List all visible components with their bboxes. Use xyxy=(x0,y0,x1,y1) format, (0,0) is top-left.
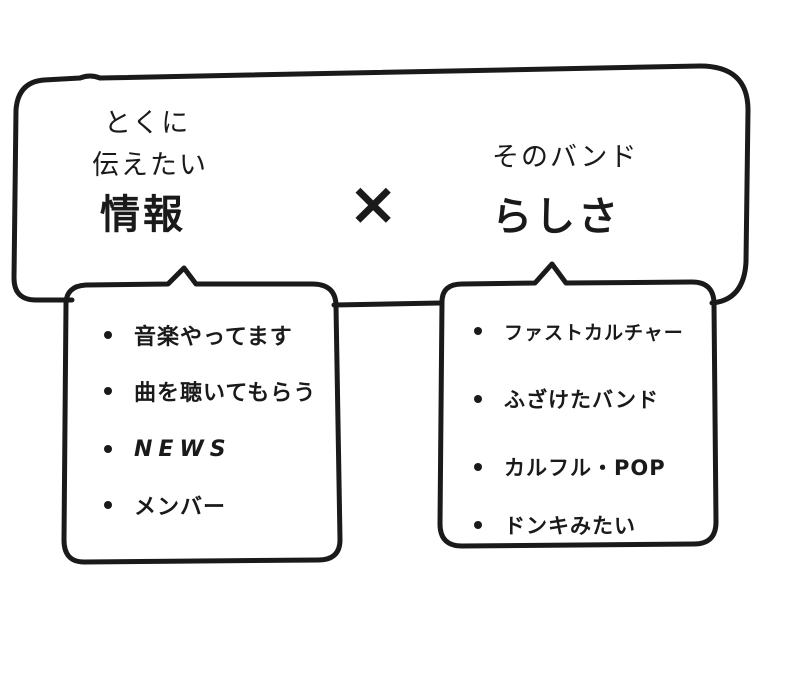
right-bubble-outline xyxy=(437,261,719,549)
multiply-symbol: × xyxy=(348,169,399,239)
right-item-label: カルフル・POP xyxy=(498,450,676,488)
left-item-label: NEWS xyxy=(128,435,242,470)
bullet-dot xyxy=(104,445,112,453)
right-list-item: ドンキみたい xyxy=(474,508,646,546)
right-item-label: ドンキみたい xyxy=(498,508,646,546)
left-list-item: メンバー xyxy=(104,487,237,526)
left-item-label: 音楽やってます xyxy=(128,317,303,356)
bullet-dot xyxy=(104,331,112,339)
left-item-label: メンバー xyxy=(128,487,237,526)
frame-middle-segment xyxy=(331,300,443,308)
bullet-dot xyxy=(474,521,482,529)
bullet-dot xyxy=(104,501,112,509)
right-list-item: ふざけたバンド xyxy=(474,382,670,420)
right-item-label: ファストカルチャー xyxy=(498,316,694,352)
left-heading-line3: 情報 xyxy=(100,192,186,238)
left-bubble-outline xyxy=(61,265,343,565)
right-heading-line1: そのバンド xyxy=(492,142,639,173)
left-heading-line1: とくに xyxy=(104,108,191,139)
left-list-item: 曲を聴いてもらう xyxy=(104,373,327,412)
right-item-label: ふざけたバンド xyxy=(498,382,670,420)
right-heading-line2: らしさ xyxy=(492,194,621,240)
left-heading-line2: 伝えたい xyxy=(92,150,208,181)
bullet-dot xyxy=(474,463,482,471)
top-frame xyxy=(11,63,751,306)
left-list-item: 音楽やってます xyxy=(104,317,303,356)
bullet-dot xyxy=(104,387,112,395)
right-list-item: ファストカルチャー xyxy=(474,314,694,352)
left-list-item: NEWS xyxy=(104,432,242,470)
bullet-dot xyxy=(474,395,482,403)
right-list-item: カルフル・POP xyxy=(474,450,676,488)
bullet-dot xyxy=(474,327,482,335)
left-item-label: 曲を聴いてもらう xyxy=(128,373,327,412)
